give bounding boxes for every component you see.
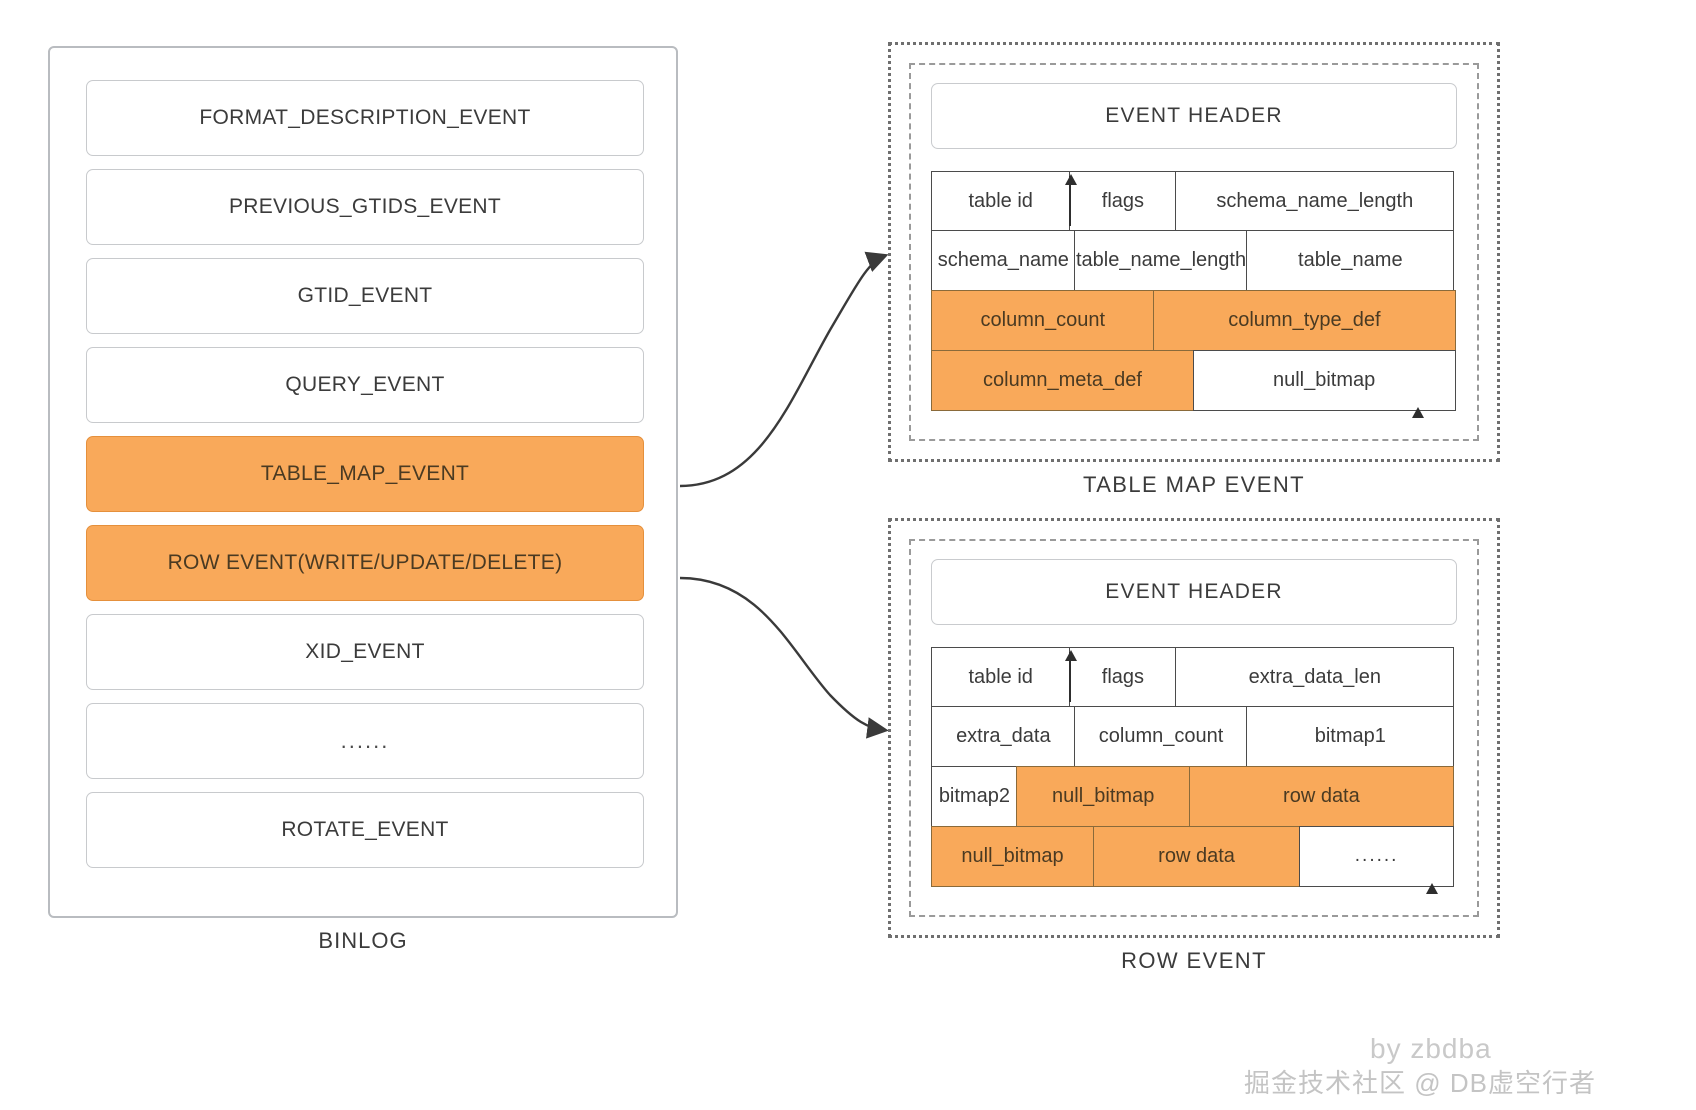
struct-cell: bitmap2: [931, 765, 1018, 827]
binlog-event-item[interactable]: PREVIOUS_GTIDS_EVENT: [86, 169, 644, 245]
watermark-community: 掘金技术社区 @ DB虚空行者: [1244, 1068, 1596, 1098]
struct-cell: column_type_def: [1153, 289, 1456, 351]
up-arrow-icon: [1064, 174, 1077, 226]
struct-cell: column_count: [931, 289, 1155, 351]
binlog-event-list: FORMAT_DESCRIPTION_EVENT PREVIOUS_GTIDS_E…: [86, 80, 644, 881]
binlog-event-item[interactable]: QUERY_EVENT: [86, 347, 644, 423]
struct-cell: table id: [931, 647, 1071, 707]
struct-cell: extra_data: [931, 705, 1076, 767]
binlog-event-item[interactable]: ......: [86, 703, 644, 779]
struct-cell: flags: [1064, 647, 1177, 707]
arrow-tablemap: [679, 251, 889, 488]
struct-cell: ......: [1299, 825, 1455, 894]
struct-cell: schema_name_length: [1175, 171, 1455, 231]
struct-cell: schema_name: [931, 229, 1076, 291]
binlog-event-item[interactable]: FORMAT_DESCRIPTION_EVENT: [86, 80, 644, 156]
binlog-event-item[interactable]: XID_EVENT: [86, 614, 644, 690]
struct-cell: row data: [1188, 765, 1455, 827]
struct-cell: row data: [1092, 825, 1301, 887]
struct-cell: table_name: [1246, 229, 1455, 291]
struct-cell: table id: [931, 171, 1071, 231]
table-map-event-caption: TABLE MAP EVENT: [1083, 472, 1305, 497]
struct-cell: column_meta_def: [931, 349, 1194, 411]
binlog-event-item[interactable]: TABLE_MAP_EVENT: [86, 436, 644, 512]
table-map-event-inner-border: [909, 63, 1479, 441]
struct-cell: bitmap1: [1246, 705, 1455, 767]
arrow-rowevent: [679, 576, 889, 739]
struct-cell: table_name_length: [1074, 229, 1248, 291]
struct-cell: column_count: [1074, 705, 1248, 767]
up-arrow-icon: [1064, 650, 1077, 702]
struct-cell: null_bitmap: [931, 825, 1095, 887]
struct-cell: null_bitmap: [1192, 349, 1456, 418]
binlog-event-item[interactable]: GTID_EVENT: [86, 258, 644, 334]
struct-cell: extra_data_len: [1175, 647, 1455, 707]
binlog-event-item[interactable]: ROTATE_EVENT: [86, 792, 644, 868]
row-event-header: EVENT HEADER: [931, 559, 1457, 625]
row-event-inner-border: [909, 539, 1479, 917]
binlog-caption: BINLOG: [318, 928, 408, 953]
struct-cell: flags: [1064, 171, 1177, 231]
row-event-caption: ROW EVENT: [1121, 948, 1267, 973]
binlog-panel: FORMAT_DESCRIPTION_EVENT PREVIOUS_GTIDS_E…: [48, 46, 678, 918]
struct-cell: null_bitmap: [1016, 765, 1190, 827]
binlog-event-item[interactable]: ROW EVENT(WRITE/UPDATE/DELETE): [86, 525, 644, 601]
watermark-author: by zbdba: [1370, 1033, 1492, 1064]
table-map-event-header: EVENT HEADER: [931, 83, 1457, 149]
